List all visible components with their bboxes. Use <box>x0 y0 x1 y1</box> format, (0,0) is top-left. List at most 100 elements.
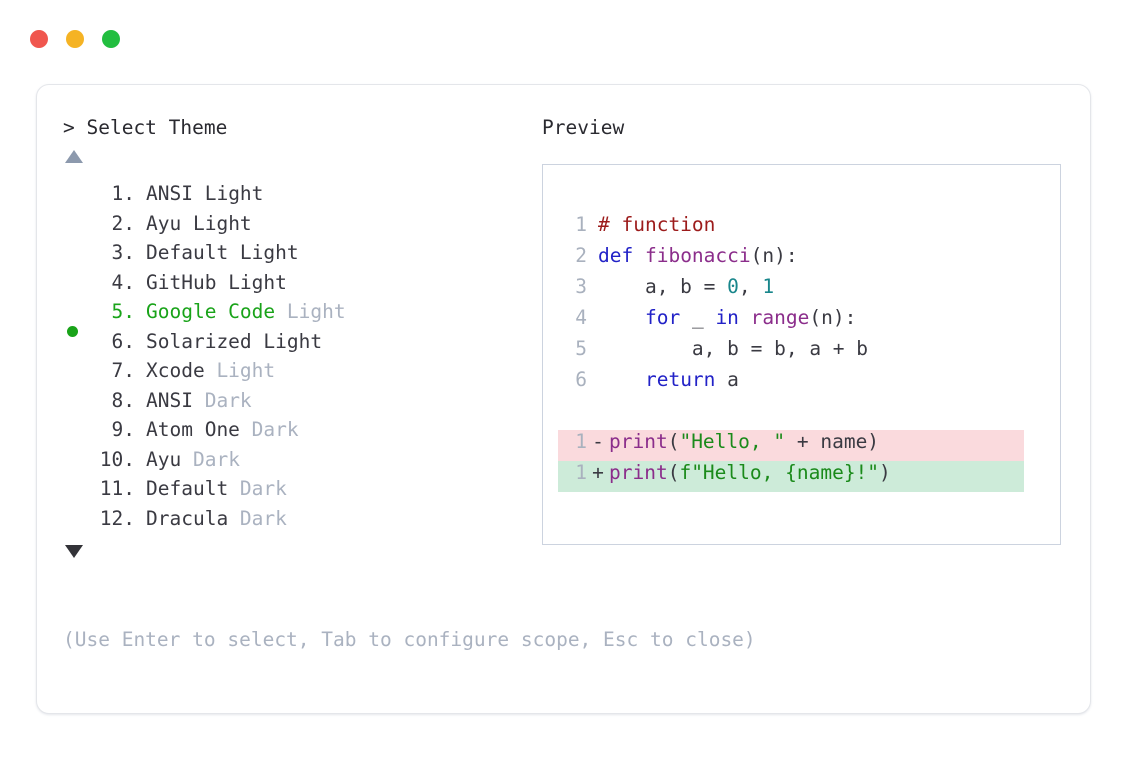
code-token: + name) <box>785 430 880 453</box>
theme-list-item[interactable]: 8. ANSI Dark <box>63 389 533 419</box>
theme-item-name: Xcode Light <box>146 359 276 382</box>
minimize-window-button[interactable] <box>66 30 84 48</box>
close-window-button[interactable] <box>30 30 48 48</box>
select-theme-prompt: > Select Theme <box>63 116 228 139</box>
selected-bullet-icon <box>67 326 78 337</box>
triangle-up-icon <box>65 150 83 163</box>
code-line: 4 for _ in range(n): <box>543 306 1060 337</box>
code-token: def <box>598 244 645 267</box>
theme-item-number: 7. <box>111 359 135 382</box>
code-token: # function <box>598 213 716 236</box>
line-number: 1 <box>575 213 587 236</box>
theme-item-variant: Light <box>275 300 346 323</box>
preview-label: Preview <box>542 116 625 139</box>
triangle-down-icon <box>65 545 83 558</box>
theme-list-item[interactable]: 11.Default Dark <box>63 477 533 507</box>
line-number: 2 <box>575 244 587 267</box>
code-token: for <box>644 306 681 329</box>
code-spacer <box>543 399 1060 430</box>
line-number: 1 <box>575 461 587 484</box>
code-token: print <box>609 461 668 484</box>
code-token: ( <box>667 461 680 484</box>
code-token: fibonacci <box>644 244 751 267</box>
theme-list-item[interactable]: 9. Atom One Dark <box>63 418 533 448</box>
theme-item-name: ANSI Dark <box>146 388 252 412</box>
scroll-up-indicator[interactable] <box>63 150 533 180</box>
theme-list-item[interactable]: 6.Solarized Light <box>63 330 533 360</box>
theme-list-item[interactable]: 3. Default Light <box>63 241 533 271</box>
theme-item-variant: Dark <box>228 506 287 530</box>
code-line: 1 # function <box>543 213 1060 244</box>
code-token: range <box>750 306 810 329</box>
preview-pane: Preview 1 # function 2 def fibonacci(n): 3 a… <box>542 113 1061 545</box>
code-token: print <box>609 430 668 453</box>
theme-item-name: Ayu Dark <box>146 447 240 471</box>
diff-line-content: print("Hello, " + name) <box>609 430 879 453</box>
theme-list-item[interactable]: 12. Dracula Dark <box>63 507 533 537</box>
diff-block: 1-print("Hello, " + name)1+print(f"Hello… <box>543 430 1060 492</box>
theme-item-variant: Dark <box>239 418 299 441</box>
code-token <box>598 368 645 391</box>
scroll-down-indicator[interactable] <box>63 545 533 575</box>
line-number: 1 <box>575 430 587 453</box>
code-token: "Hello, " <box>679 430 786 453</box>
code-token: in <box>715 306 739 329</box>
theme-item-name: Google Code Light <box>146 300 346 323</box>
code-line-content: for _ in range(n): <box>598 306 856 329</box>
code-token <box>739 306 751 329</box>
theme-item-number: 10. <box>99 447 135 471</box>
code-token: a, b = <box>598 275 728 298</box>
line-number: 4 <box>575 306 587 329</box>
theme-list-item[interactable]: 5. Google Code Light <box>63 300 533 337</box>
theme-item-variant: Light <box>192 182 264 205</box>
code-line-content: # function <box>598 213 715 236</box>
theme-item-number: 5. <box>111 300 135 323</box>
theme-item-number: 3. <box>111 241 135 264</box>
theme-list-item[interactable]: 7. Xcode Light <box>63 359 533 389</box>
theme-list-item[interactable]: 10. Ayu Dark <box>63 448 533 478</box>
diff-sign: + <box>592 461 604 484</box>
theme-item-variant: Light <box>204 359 276 382</box>
theme-item-number: 12. <box>99 506 135 530</box>
code-token: f"Hello, {name}!" <box>679 461 880 484</box>
theme-item-name: Default Light <box>146 241 299 264</box>
theme-item-variant: Light <box>251 329 323 353</box>
theme-item-number: 9. <box>111 418 135 441</box>
theme-item-variant: Dark <box>228 477 287 500</box>
theme-item-number: 1. <box>111 182 135 205</box>
code-token: 0 <box>727 275 739 298</box>
theme-item-variant: Dark <box>181 447 240 471</box>
code-preview-panel: 1 # function 2 def fibonacci(n): 3 a, b = 0,… <box>542 164 1061 545</box>
theme-item-number: 8. <box>111 388 135 412</box>
theme-item-name: Solarized Light <box>146 329 323 353</box>
diff-removed-line: 1-print("Hello, " + name) <box>558 430 1024 461</box>
theme-item-variant: Dark <box>192 388 252 412</box>
theme-item-name: Atom One Dark <box>146 418 299 441</box>
code-line: 3 a, b = 0, 1 <box>543 275 1060 306</box>
theme-list-item[interactable]: 2.Ayu Light <box>63 212 533 242</box>
theme-item-variant: Light <box>228 241 299 264</box>
code-line-content: a, b = 0, 1 <box>598 275 774 298</box>
theme-item-name: Dracula Dark <box>146 506 287 530</box>
theme-list-item[interactable]: 1.ANSI Light <box>63 182 533 212</box>
code-line-content: return a <box>598 368 739 391</box>
code-token: _ <box>680 306 716 329</box>
code-token <box>598 306 645 329</box>
maximize-window-button[interactable] <box>102 30 120 48</box>
code-token: 1 <box>762 275 775 298</box>
keyboard-hint: (Use Enter to select, Tab to configure s… <box>63 628 756 651</box>
code-token: , <box>738 275 763 298</box>
code-block: 1 # function 2 def fibonacci(n): 3 a, b = 0,… <box>543 213 1060 399</box>
code-token: a <box>715 368 739 391</box>
code-token: (n): <box>750 244 798 267</box>
window-titlebar <box>30 30 120 48</box>
diff-added-line: 1+print(f"Hello, {name}!") <box>558 461 1024 492</box>
code-line: 2 def fibonacci(n): <box>543 244 1060 275</box>
code-line: 6 return a <box>543 368 1060 399</box>
theme-list-item[interactable]: 4.GitHub Light <box>63 271 533 301</box>
theme-item-name: Ayu Light <box>146 211 252 235</box>
